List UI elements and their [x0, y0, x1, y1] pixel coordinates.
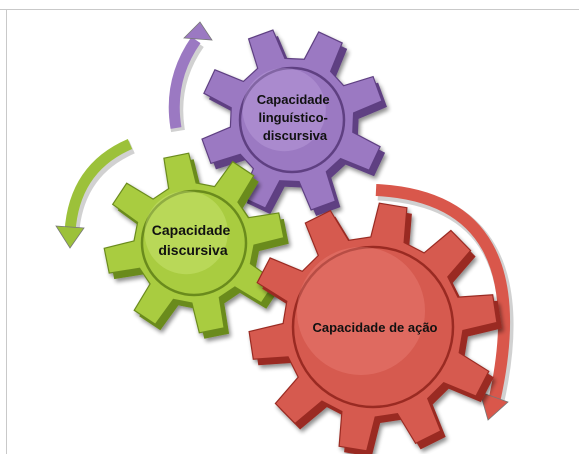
gear-capacidade-de-acao [248, 202, 502, 454]
label-line: discursiva [158, 242, 227, 258]
label-capacidade-discursiva: Capacidade discursiva [152, 222, 234, 258]
purple-arrowhead [183, 21, 213, 41]
label-line: discursiva [263, 128, 328, 143]
purple-arrow [168, 36, 201, 129]
label-capacidade-linguistico-discursiva: Capacidade linguístico- discursiva [257, 92, 334, 143]
frame-top-border [0, 9, 579, 10]
label-line: linguístico- [259, 110, 328, 125]
label-line: Capacidade de ação [313, 320, 438, 335]
gear-hub-highlight [242, 68, 326, 152]
gear-hub-highlight [144, 191, 228, 275]
cycle-arrows [55, 21, 514, 421]
red-arrowhead [479, 391, 509, 421]
label-line: Capacidade [152, 222, 231, 238]
frame-left-border [6, 9, 7, 454]
red-arrow [375, 184, 511, 404]
green-arrow [64, 138, 133, 233]
gear-capacidade-discursiva [103, 152, 289, 339]
gear-hub-highlight [297, 247, 425, 375]
label-capacidade-de-acao: Capacidade de ação [313, 320, 438, 335]
green-arrowhead [55, 225, 85, 249]
label-line: Capacidade [257, 92, 330, 107]
gear-capacidade-linguistico-discursiva [201, 29, 387, 216]
